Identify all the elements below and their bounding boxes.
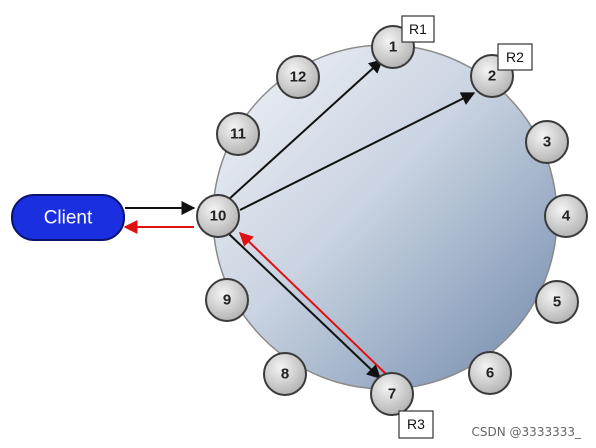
replica-label: R1 — [409, 21, 427, 37]
coordinator-label: 10 — [210, 208, 227, 225]
ring-node-label: 12 — [290, 69, 307, 86]
ring-node-label: 3 — [543, 134, 551, 151]
csdn-watermark: CSDN @3333333_ — [468, 424, 584, 440]
replica-box-r3: R3 — [398, 410, 434, 439]
ring-node-label: 7 — [388, 386, 396, 403]
ring-node-label: 11 — [230, 126, 246, 143]
ring-node-11: 11 — [216, 112, 260, 156]
ring-node-label: 6 — [486, 365, 494, 382]
ring-node-5: 5 — [535, 280, 579, 324]
ring-node-10-coordinator: 10 — [196, 194, 240, 238]
ring-node-label: 9 — [223, 292, 231, 309]
ring-node-12: 12 — [276, 55, 320, 99]
replica-label: R2 — [506, 49, 524, 65]
client-node: Client — [11, 194, 125, 241]
ring-node-6: 6 — [468, 351, 512, 395]
replica-box-r2: R2 — [497, 43, 533, 71]
ring-node-label: 5 — [553, 294, 561, 311]
ring-node-label: 1 — [389, 39, 397, 56]
request-arrow-to-r1 — [227, 59, 384, 201]
ring-node-4: 4 — [544, 194, 588, 238]
replica-label: R3 — [407, 416, 425, 432]
request-arrow-to-r3 — [228, 233, 382, 379]
ring-node-label: 8 — [281, 366, 289, 383]
hash-ring — [212, 44, 558, 390]
ring-node-9: 9 — [205, 278, 249, 322]
replica-box-r1: R1 — [401, 15, 435, 43]
ring-node-7: 7 — [370, 372, 414, 416]
request-arrow-to-r2 — [239, 92, 476, 211]
client-label: Client — [44, 208, 93, 229]
response-arrow-from-r3 — [238, 232, 387, 375]
ring-node-label: 4 — [562, 208, 571, 225]
ring-node-label: 2 — [488, 68, 496, 85]
ring-node-3: 3 — [525, 120, 569, 164]
ring-node-8: 8 — [263, 352, 307, 396]
